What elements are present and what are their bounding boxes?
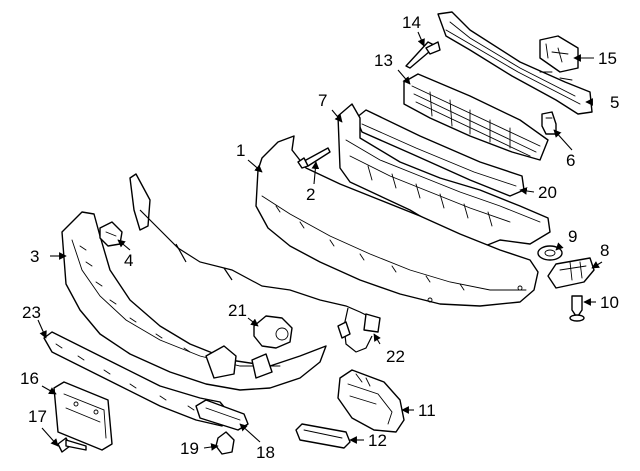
reflector-18 [195,399,249,431]
callout-22: 22 [386,347,405,366]
callout-2: 2 [306,185,315,204]
callout-5: 5 [610,93,619,112]
fastener-4 [99,221,123,247]
callout-15: 15 [598,49,617,68]
bracket-15 [539,35,579,73]
callout-17: 17 [28,407,47,426]
callout-9: 9 [568,227,577,246]
grille-13 [403,73,549,161]
bolt-10 [569,295,585,322]
callout-4: 4 [124,251,133,270]
callout-6: 6 [566,151,575,170]
callout-23: 23 [22,303,41,322]
bumper-cover-1 [255,135,539,307]
trim-insert-12 [295,423,351,449]
license-bracket-16 [53,381,113,451]
leader-lines [37,31,603,451]
wiring-harness-22 [129,173,381,353]
lower-cover-3 [61,211,327,391]
reinforcement-bar [437,11,593,115]
callout-7: 7 [318,91,327,110]
callout-1: 1 [236,141,245,160]
callout-21: 21 [228,301,247,320]
callout-3: 3 [30,247,39,266]
callout-labels: 14 15 5 6 13 7 1 2 20 9 8 10 3 4 21 22 2… [20,13,619,462]
screw-17 [57,437,87,453]
callout-14: 14 [402,13,421,32]
pin-2 [297,147,331,169]
push-clip-19 [215,431,235,455]
park-sensor-21 [253,315,293,349]
bumper-support-7 [337,103,551,257]
bracket-8 [547,257,595,289]
callout-18: 18 [256,443,275,462]
callout-20: 20 [538,183,557,202]
callout-13: 13 [374,51,393,70]
fog-bezel-11 [337,369,405,433]
callout-16: 16 [20,369,39,388]
callout-10: 10 [600,293,619,312]
callout-12: 12 [368,431,387,450]
callout-19: 19 [180,439,199,458]
callout-8: 8 [600,241,609,260]
callout-11: 11 [418,401,436,420]
bolt-14 [405,41,441,69]
